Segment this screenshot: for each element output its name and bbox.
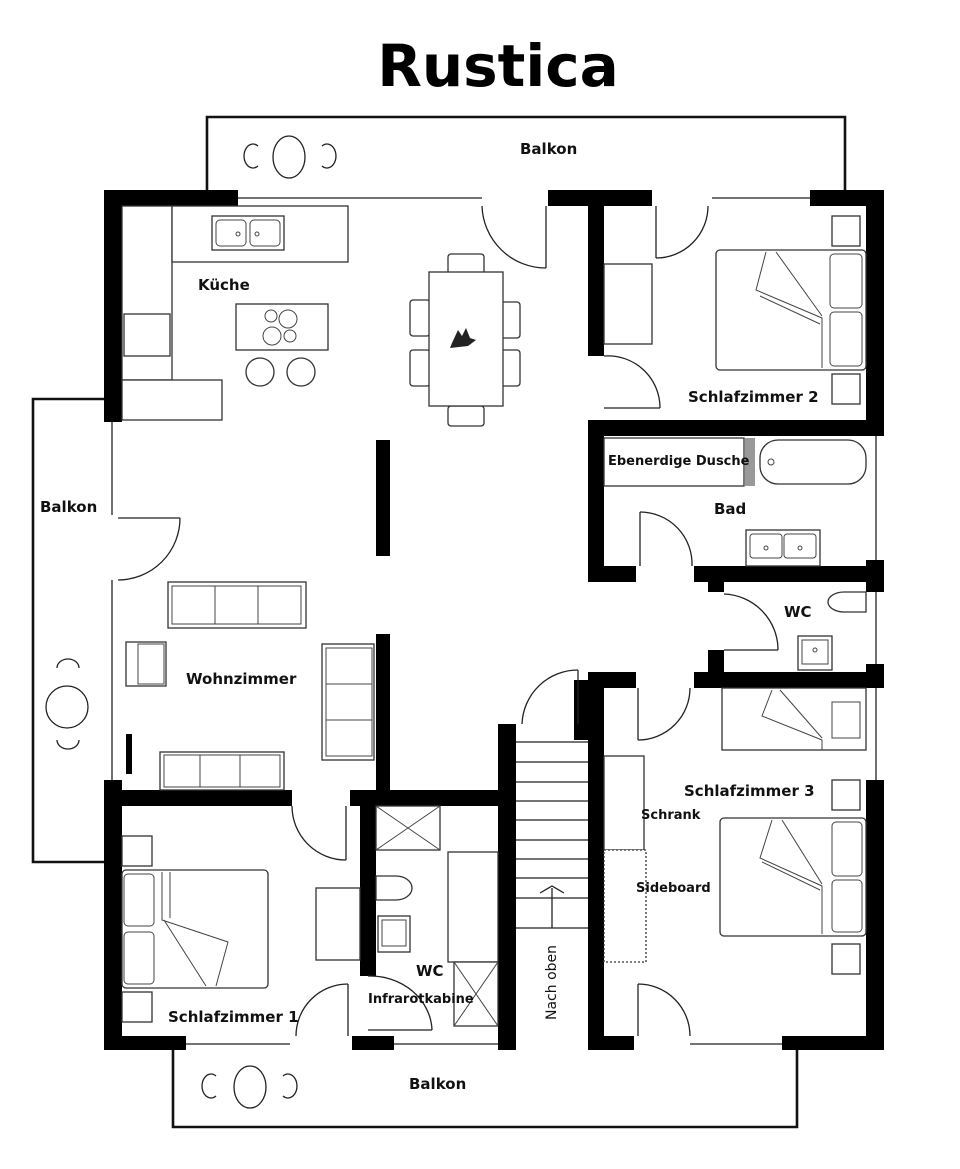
sideboard: [603, 849, 647, 963]
sofa-bottom: [159, 751, 285, 791]
armchair: [125, 641, 167, 687]
sofa-top: [167, 581, 307, 629]
plan-title: Rustica: [377, 32, 619, 100]
tv-icon: [126, 734, 132, 774]
windows: [111, 197, 877, 1045]
label-sideboard: Sideboard: [636, 881, 711, 896]
label-schlafzimmer-2: Schlafzimmer 2: [688, 388, 819, 406]
balcony-bottom: [171, 1050, 799, 1129]
double-sink-icon: [745, 529, 821, 567]
sofa-right: [321, 643, 375, 761]
wc-center-furniture: [375, 805, 499, 1027]
wc-right-furniture: [797, 591, 867, 671]
bedroom-2-furniture: [603, 215, 867, 405]
label-balkon-top: Balkon: [520, 140, 577, 158]
label-wc-right: WC: [784, 603, 812, 621]
label-schlafzimmer-3: Schlafzimmer 3: [684, 782, 815, 800]
label-balkon-left: Balkon: [40, 498, 97, 516]
label-bad: Bad: [714, 500, 746, 518]
label-infrarotkabine: Infrarotkabine: [368, 992, 474, 1007]
wash-basin-icon: [797, 635, 833, 671]
arrow-up-icon: [539, 885, 565, 894]
toilet-icon: [827, 591, 867, 613]
label-ebenerdige-dusche: Ebenerdige Dusche: [608, 454, 750, 469]
label-wohnzimmer: Wohnzimmer: [186, 670, 297, 688]
interior-walls: [104, 190, 884, 1050]
balcony-top: [205, 115, 847, 192]
kitchen-furniture: [121, 205, 349, 421]
label-nach-oben: Nach oben: [544, 945, 560, 1020]
wardrobe: [603, 755, 645, 851]
wash-basin-icon: [377, 915, 411, 953]
dining-table: [409, 253, 521, 427]
staircase: [516, 741, 588, 929]
sink-icon: [211, 215, 285, 251]
label-schlafzimmer-1: Schlafzimmer 1: [168, 1008, 299, 1026]
label-schrank: Schrank: [641, 808, 701, 823]
room-labels: Balkon Balkon Balkon Küche Wohnzimmer Sc…: [40, 140, 819, 1093]
plant-icon: [450, 328, 476, 348]
bathroom-furniture: [603, 437, 867, 567]
label-balkon-bottom: Balkon: [409, 1075, 466, 1093]
living-room-furniture: [125, 581, 375, 791]
shower-divider: [745, 438, 755, 486]
bedroom-3-furniture: [603, 687, 867, 975]
label-kueche: Küche: [198, 276, 250, 294]
bedroom-1-furniture: [121, 835, 361, 1023]
cooktop-icon: [235, 303, 329, 351]
doors: [117, 205, 779, 1037]
balcony-left: [31, 397, 106, 864]
toilet-icon: [375, 875, 413, 901]
label-wc-center: WC: [416, 962, 444, 980]
